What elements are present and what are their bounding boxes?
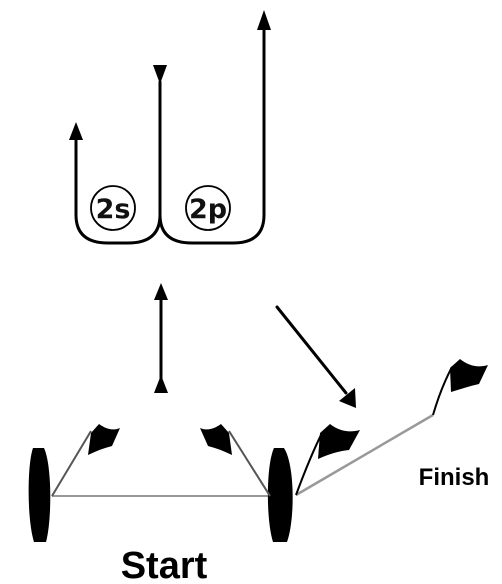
arrow-icon xyxy=(257,10,271,30)
mark-2p: 2p xyxy=(185,185,231,231)
arrow-down-icon xyxy=(153,65,167,84)
arrow-icon xyxy=(339,388,356,408)
start-label: Start xyxy=(121,545,208,584)
arrow-icon xyxy=(69,122,83,140)
flag-icon xyxy=(432,359,488,416)
start-buoy-left-icon xyxy=(28,448,51,542)
arrow-icon xyxy=(154,283,168,300)
mark-2s: 2s xyxy=(90,185,136,231)
course-loop-right xyxy=(158,26,266,245)
start-line xyxy=(28,424,293,542)
flag-icon xyxy=(295,424,360,496)
mark-2p-label: 2p xyxy=(189,194,227,225)
mark-2s-label: 2s xyxy=(96,194,131,225)
flag-icon xyxy=(51,424,120,497)
start-buoy-right-icon xyxy=(267,448,293,542)
finish-label: Finish xyxy=(419,464,490,491)
gate-course-paths xyxy=(74,26,266,388)
finish-approach-arrow xyxy=(275,305,356,408)
course-loop-left xyxy=(74,138,162,245)
finish-line xyxy=(295,359,488,497)
arrow-icon xyxy=(154,375,168,393)
flag-icon xyxy=(200,424,271,497)
arrowheads xyxy=(69,10,271,393)
